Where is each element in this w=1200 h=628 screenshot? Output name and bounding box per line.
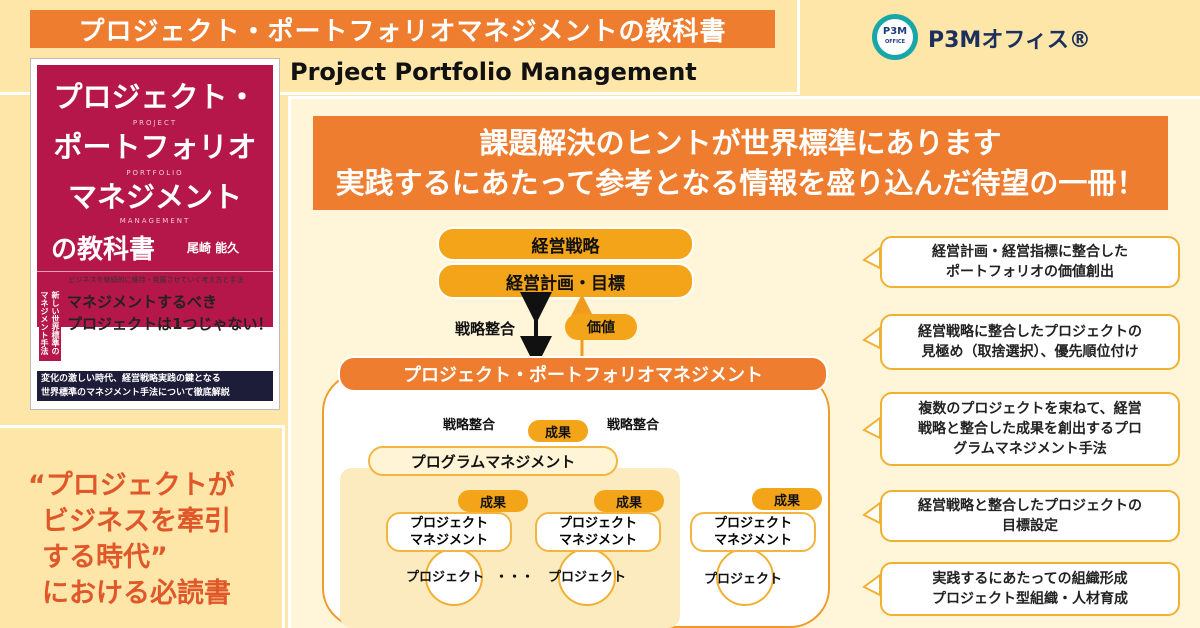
catchphrase-line4: における必読書 bbox=[42, 578, 231, 609]
callout-program-line2: 戦略と整合した成果を創出するプロ bbox=[918, 421, 1142, 437]
catchphrase-line2: ビジネスを牽引 bbox=[42, 506, 231, 537]
callout-program-line3: グラムマネジメント手法 bbox=[953, 441, 1107, 457]
callout-value: 経営計画・経営指標に整合した ポートフォリオの価値創出 bbox=[880, 236, 1180, 288]
callout-value-line2: ポートフォリオの価値創出 bbox=[946, 264, 1114, 280]
catchphrase-line1: “プロジェクトが bbox=[28, 470, 235, 501]
headline-line1: 課題解決のヒントが世界標準にあります bbox=[479, 126, 1002, 160]
logo-name: P3Mオフィス® bbox=[928, 28, 1091, 53]
value-tag: 価値 bbox=[565, 314, 637, 340]
pm-box-right: プロジェクト マネジメント bbox=[690, 512, 816, 552]
callout-selection: 経営戦略に整合したプロジェクトの 見極め（取捨選択）、優先順位付け bbox=[880, 314, 1180, 370]
callout-organization-line2: プロジェクト型組織・人材育成 bbox=[932, 591, 1128, 607]
result-mid-tag: 成果 bbox=[594, 490, 664, 512]
result-right-tag: 成果 bbox=[752, 488, 822, 510]
book-en1: PROJECT bbox=[132, 119, 178, 127]
bottom-left-frame bbox=[0, 425, 285, 628]
project-circle-right bbox=[716, 548, 774, 606]
project-label-right: プロジェクト bbox=[704, 572, 783, 587]
top-left-frame bbox=[0, 0, 800, 95]
callout-selection-line2: 見極め（取捨選択）、優先順位付け bbox=[921, 344, 1139, 360]
logo-mark-top: P3M bbox=[882, 26, 908, 37]
callout-program-line1: 複数のプロジェクトを束ねて、経営 bbox=[918, 401, 1142, 417]
english-subtitle: Project Portfolio Management bbox=[290, 58, 697, 86]
project-label-mid: プロジェクト bbox=[548, 570, 627, 585]
book-title-line4: の教科書 bbox=[51, 235, 156, 265]
book-band-line2: 世界標準のマネジメント手法について徹底解説 bbox=[41, 388, 230, 398]
plan-box: 経営計画・目標 bbox=[437, 263, 694, 299]
callout-organization-line1: 実践するにあたっての組織形成 bbox=[932, 571, 1128, 587]
book-title-line3: マネジメント bbox=[67, 180, 242, 214]
callout-value-line1: 経営計画・経営指標に整合した bbox=[932, 244, 1128, 260]
book-side-text: 新しい世界標準のマネジメント手法 bbox=[39, 291, 61, 361]
p3m-logo-icon: P3M OFFICE bbox=[872, 14, 918, 60]
pm-box-mid: プロジェクト マネジメント bbox=[535, 512, 661, 552]
project-dots: ・・・ bbox=[495, 570, 535, 585]
result-top-tag: 成果 bbox=[528, 420, 588, 442]
book-cover-red: プロジェクト・ PROJECT ポートフォリオ PORTFOLIO マネジメント… bbox=[37, 65, 273, 327]
align-main-label: 戦略整合 bbox=[455, 320, 516, 338]
page-title: プロジェクト・ポートフォリオマネジメントの教科書 bbox=[30, 10, 775, 48]
callout-goal: 経営戦略と整合したプロジェクトの 目標設定 bbox=[880, 490, 1180, 542]
catchphrase-line3: する時代” bbox=[42, 542, 168, 573]
headline-line2: 実践するにあたって参考となる情報を盛り込んだ待望の一冊！ bbox=[335, 166, 1146, 200]
pm-box-left: プロジェクト マネジメント bbox=[386, 512, 512, 552]
book-catch-line1: マネジメントするべき bbox=[67, 293, 218, 311]
callout-goal-line1: 経営戦略と整合したプロジェクトの bbox=[918, 498, 1142, 514]
headline-banner: 課題解決のヒントが世界標準にあります 実践するにあたって参考となる情報を盛り込ん… bbox=[313, 116, 1168, 210]
logo-mark-bottom: OFFICE bbox=[884, 39, 906, 45]
program-box: プログラムマネジメント bbox=[368, 446, 618, 476]
callout-selection-line1: 経営戦略に整合したプロジェクトの bbox=[918, 324, 1142, 340]
catchphrase: “プロジェクトが ビジネスを牽引 する時代” における必読書 bbox=[28, 468, 278, 612]
result-left-tag: 成果 bbox=[458, 490, 528, 512]
book-tagline: ビジネスを継続的に維持・発展させていく考え方と手法 bbox=[68, 276, 244, 284]
callout-program: 複数のプロジェクトを束ねて、経営 戦略と整合した成果を創出するプロ グラムマネジ… bbox=[880, 392, 1180, 466]
book-catch-line2: プロジェクトは1つじゃない！ bbox=[67, 315, 273, 333]
ppm-box: プロジェクト・ポートフォリオマネジメント bbox=[338, 356, 828, 392]
book-en3: MANAGEMENT bbox=[119, 217, 191, 225]
book-en2: PORTFOLIO bbox=[126, 169, 184, 177]
align-right-label: 戦略整合 bbox=[607, 418, 660, 433]
book-title-line2: ポートフォリオ bbox=[53, 130, 257, 164]
book-band-line1: 変化の激しい時代、経営戦略実践の鍵となる bbox=[41, 374, 221, 384]
book-band: 変化の激しい時代、経営戦略実践の鍵となる 世界標準のマネジメント手法について徹底… bbox=[37, 371, 273, 401]
callout-organization: 実践するにあたっての組織形成 プロジェクト型組織・人材育成 bbox=[880, 562, 1180, 616]
project-label-left: プロジェクト bbox=[406, 570, 485, 585]
strategy-box: 経営戦略 bbox=[437, 227, 694, 261]
logo-mark: P3M OFFICE bbox=[877, 19, 913, 55]
callout-goal-line2: 目標設定 bbox=[1002, 518, 1058, 534]
align-left-label: 戦略整合 bbox=[443, 418, 496, 433]
book-title-line1: プロジェクト・ bbox=[53, 80, 257, 114]
callout-pointers bbox=[862, 246, 881, 597]
book-catch: マネジメントするべき プロジェクトは1つじゃない！ bbox=[67, 291, 277, 335]
book-author: 尾崎 能久 bbox=[187, 241, 240, 255]
book-cover-image: プロジェクト・ PROJECT ポートフォリオ PORTFOLIO マネジメント… bbox=[30, 58, 280, 410]
book-divider bbox=[37, 271, 273, 272]
